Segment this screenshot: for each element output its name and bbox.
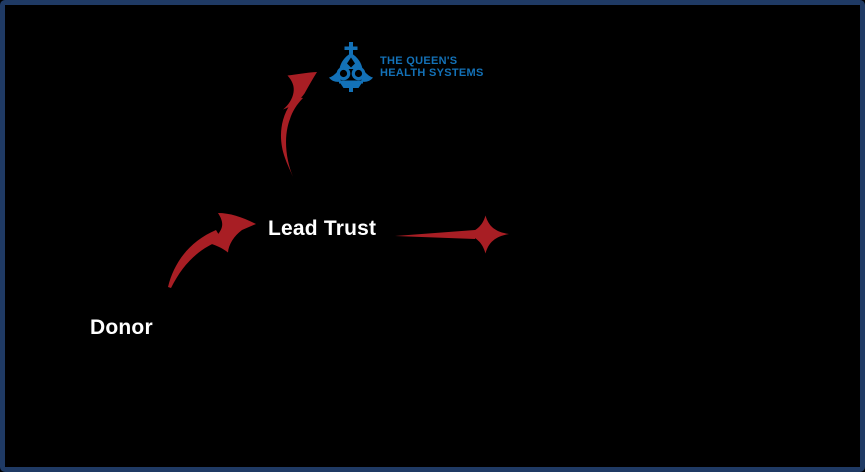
arrow-donor-to-lead-trust: [155, 213, 261, 289]
arrow-lead-trust-to-right: [393, 211, 513, 257]
queens-crown-crest-icon: [329, 42, 373, 92]
qhs-logo-line1: THE QUEEN'S: [380, 55, 458, 67]
qhs-logo: THE QUEEN'S HEALTH SYSTEMS: [329, 42, 484, 92]
arrow-lead-trust-to-qhs: [271, 67, 325, 179]
qhs-logo-line2: HEALTH SYSTEMS: [380, 67, 484, 79]
node-lead-trust: Lead Trust: [268, 217, 377, 240]
qhs-logo-wordmark: THE QUEEN'S HEALTH SYSTEMS: [380, 55, 484, 79]
node-donor: Donor: [90, 316, 153, 339]
